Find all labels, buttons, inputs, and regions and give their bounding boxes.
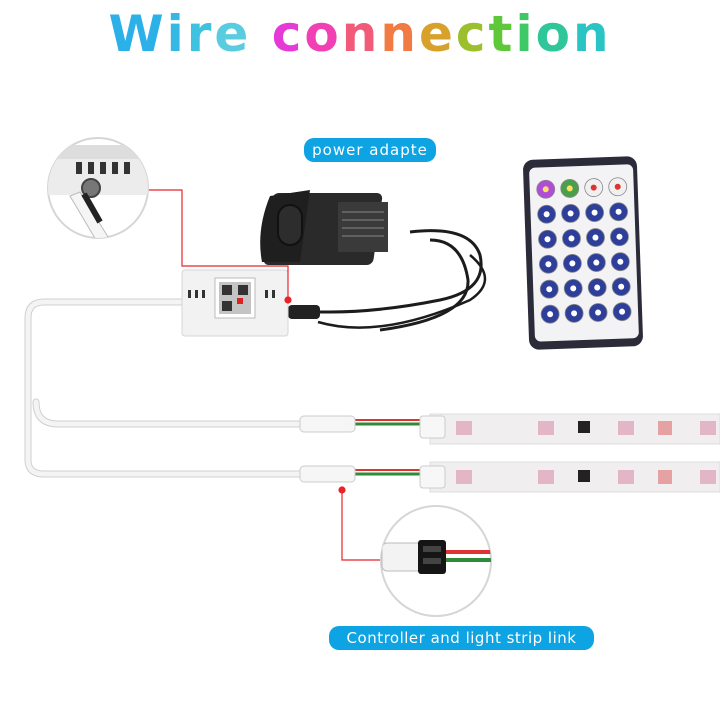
strip-link-label: Controller and light strip link <box>329 626 594 650</box>
power-adapter <box>260 190 388 265</box>
memory-minus-icon-glyph <box>569 260 576 267</box>
title-letter: o <box>304 5 342 63</box>
up-icon-glyph <box>592 234 599 241</box>
callout-lines <box>148 189 382 561</box>
title-letter: n <box>380 5 419 63</box>
title-letter: r <box>186 5 215 63</box>
connector-closeup <box>380 505 492 617</box>
adapter-cable <box>300 229 483 332</box>
title-letter: c <box>455 5 489 63</box>
power-adapter-label: power adapte <box>304 138 436 162</box>
mode-icon-glyph <box>594 284 601 291</box>
ring-icon-glyph <box>593 259 600 266</box>
title-letter: i <box>166 5 187 63</box>
memory-plus-icon-glyph <box>545 261 552 268</box>
mode-icon-glyph <box>571 310 578 317</box>
mode-icon-glyph <box>547 311 554 318</box>
title-letter: o <box>535 5 573 63</box>
title-letter: e <box>418 5 456 63</box>
mode-icon-glyph <box>546 286 553 293</box>
mode-icon-glyph <box>619 308 626 315</box>
led-strip-top <box>299 413 720 445</box>
rgb-circle-icon-glyph <box>542 186 549 193</box>
page-title: Wire connection <box>0 2 720 66</box>
color-circle-icon-glyph <box>566 185 573 192</box>
mode-icon-glyph <box>618 283 625 290</box>
speed-icon-glyph <box>567 210 574 217</box>
ring-icon-glyph <box>617 258 624 265</box>
down-icon-glyph <box>616 233 623 240</box>
play-icon-glyph <box>568 235 575 242</box>
title-letter: c <box>271 5 305 63</box>
power-off-icon-glyph <box>614 183 621 190</box>
mode-icon-glyph <box>595 309 602 316</box>
title-letter: i <box>515 5 536 63</box>
title-letter: W <box>108 5 167 63</box>
auto-icon-glyph <box>615 208 622 215</box>
title-letter: n <box>572 5 612 63</box>
controller-closeup <box>47 137 149 239</box>
pause-icon-glyph <box>544 236 551 243</box>
title-letter: t <box>488 5 516 63</box>
title-letter: e <box>214 5 252 63</box>
controller-box <box>181 269 289 337</box>
title-letter: n <box>341 5 381 63</box>
power-on-icon-glyph <box>590 184 597 191</box>
adapter-cable-loop <box>317 254 487 329</box>
arrow-left-icon-glyph <box>543 211 550 218</box>
led-strip-bottom <box>299 461 720 493</box>
remote-control <box>523 156 643 350</box>
controller-cable <box>24 298 304 478</box>
arrow-right-icon-glyph <box>591 209 598 216</box>
mode-icon-glyph <box>570 285 577 292</box>
dc-plug <box>288 305 320 319</box>
